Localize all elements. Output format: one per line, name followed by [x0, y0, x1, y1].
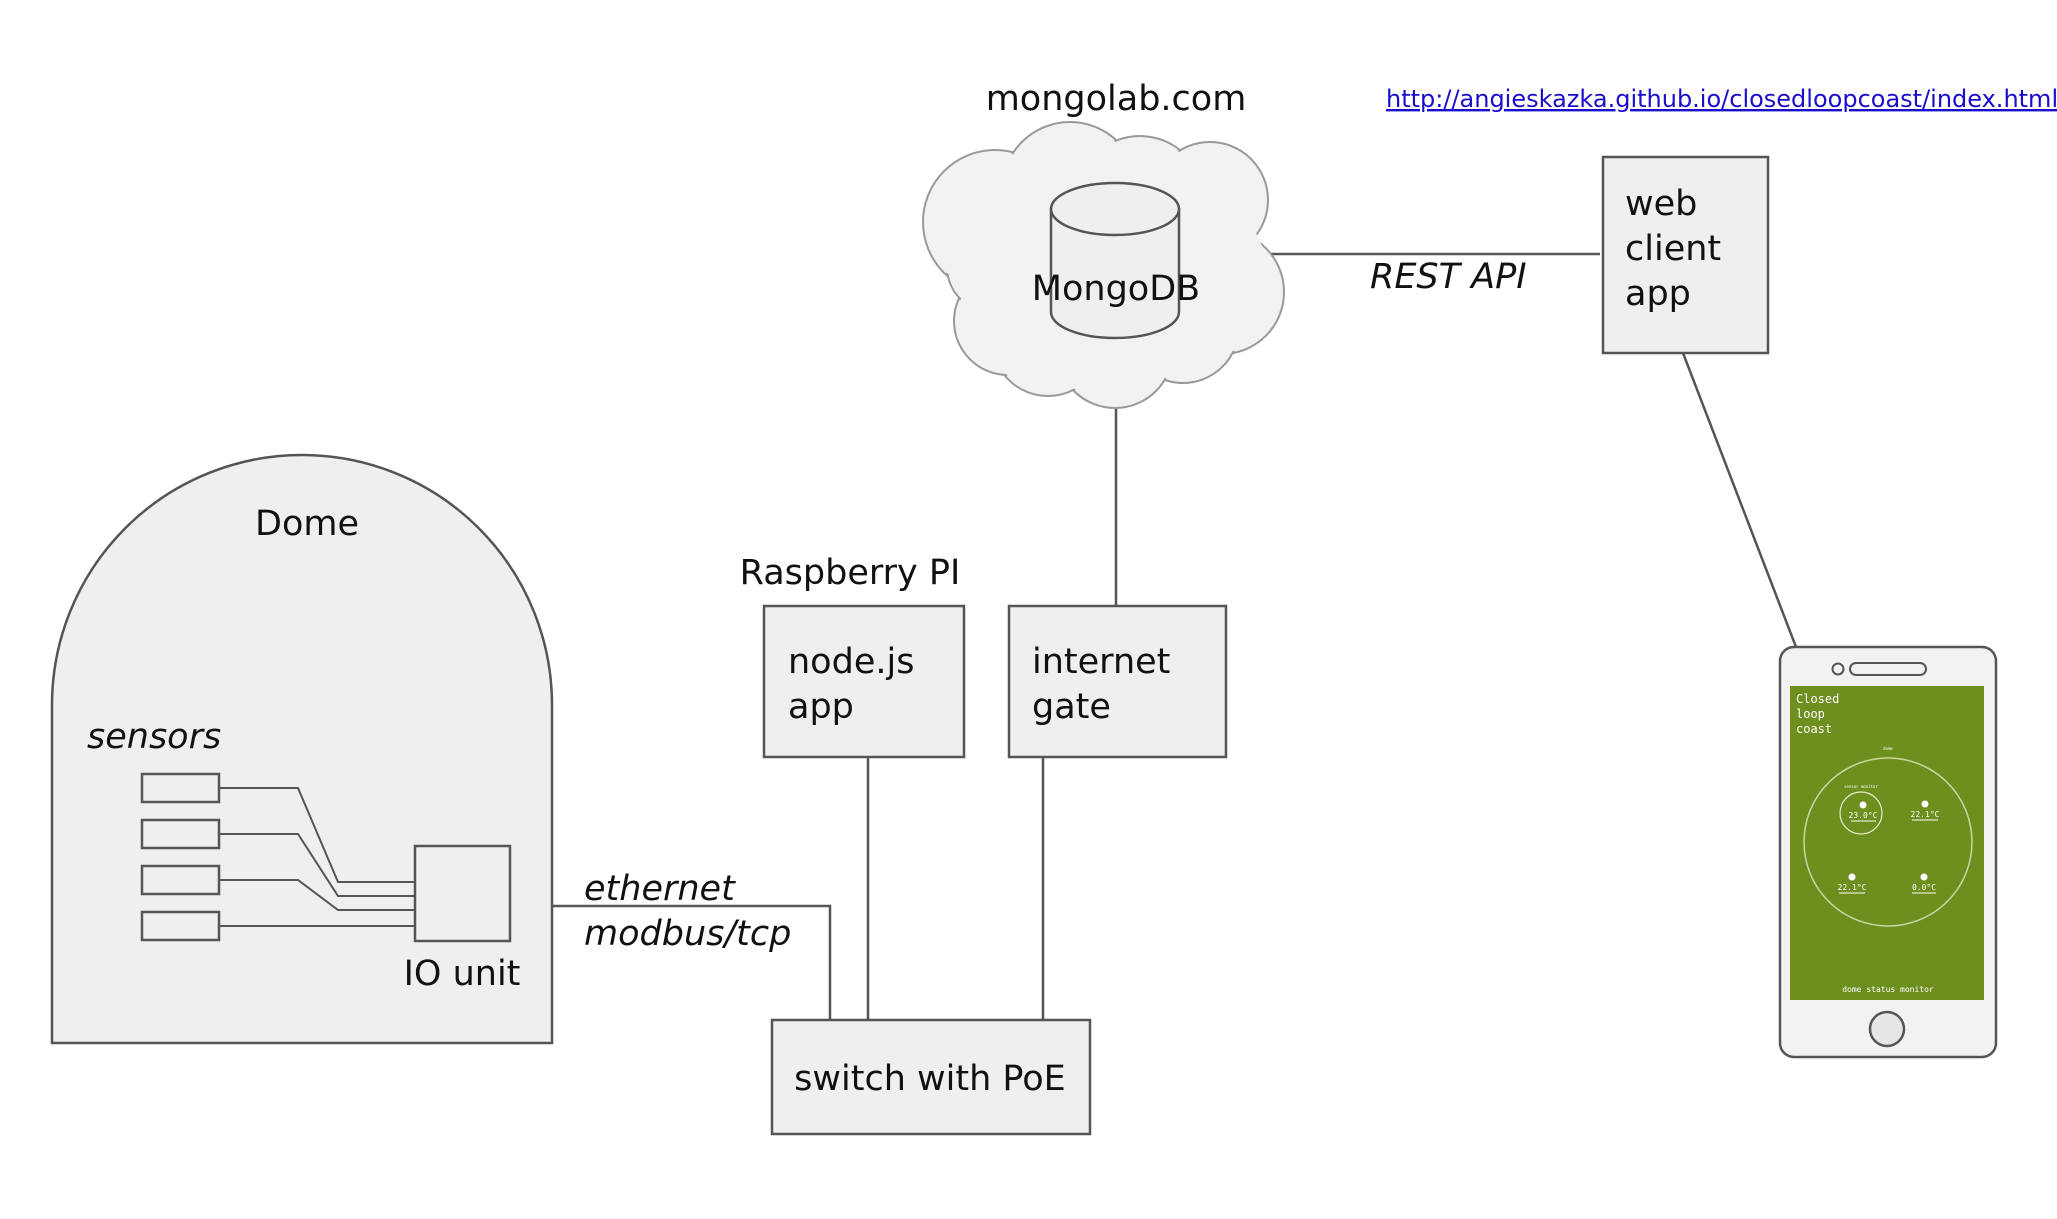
- reading-1: 23.0°C: [1849, 811, 1878, 820]
- modbus-label: modbus/tcp: [584, 914, 791, 954]
- web-client-label-line1: web: [1625, 184, 1697, 224]
- phone-camera: [1831, 662, 1845, 676]
- svg-text:Closed loop coast: Closed loop coast: [1796, 692, 1847, 736]
- reading-4: 0.0°C: [1912, 883, 1936, 892]
- reading-dot-1: [1859, 801, 1867, 809]
- internet-gate-box: [1007, 604, 1228, 759]
- app-title-line3: coast: [1796, 722, 1832, 736]
- phone-screen: [1790, 686, 1984, 1000]
- internet-gate-label-line1: internet: [1032, 642, 1170, 682]
- ring-label: dome: [1883, 746, 1893, 751]
- switch-box: [770, 1018, 1092, 1136]
- site-url-link[interactable]: http://angieskazka.github.io/closedloopc…: [1386, 85, 2057, 113]
- phone-home-button: [1868, 1010, 1906, 1048]
- reading-3: 22.1°C: [1838, 883, 1867, 892]
- svg-text:ethernet modbus/tcp: ethernet modbus/tcp: [584, 869, 791, 954]
- ethernet-label: ethernet: [584, 869, 736, 909]
- phone-speaker: [1849, 662, 1927, 676]
- sensors-label: sensors: [87, 717, 221, 757]
- web-client-label-line3: app: [1625, 274, 1691, 314]
- phone-device: Closed loop coast dome sensor monitor 23…: [1778, 645, 1998, 1059]
- web-client-label-line2: client: [1625, 229, 1721, 269]
- sensor-monitor-ring: [1839, 791, 1883, 835]
- inner-ring-label: sensor monitor: [1844, 784, 1878, 789]
- io-unit-box: [413, 844, 512, 943]
- internet-gate-label-line2: gate: [1032, 687, 1111, 727]
- nodejs-label-line1: node.js: [788, 642, 914, 682]
- nodejs-label-line2: app: [788, 687, 854, 727]
- app-title-line2: loop: [1796, 707, 1825, 721]
- sensor-group: [140, 772, 415, 942]
- svg-text:web client app: web client app: [1625, 184, 1732, 314]
- reading-dot-4: [1920, 873, 1928, 881]
- cloud-title: mongolab.com: [986, 79, 1247, 119]
- sensor-3: [140, 864, 221, 896]
- svg-text:internet gate: internet gate: [1032, 642, 1182, 727]
- rest-api-label: REST API: [1370, 257, 1527, 297]
- dome-title: Dome: [255, 504, 359, 544]
- switch-label: switch with PoE: [794, 1059, 1066, 1099]
- reading-2: 22.1°C: [1911, 810, 1940, 819]
- sensor-1: [140, 772, 221, 804]
- web-client-app-box: [1601, 155, 1770, 355]
- raspberry-pi-title: Raspberry PI: [740, 553, 961, 593]
- sensor-2: [140, 818, 221, 850]
- sensor-4: [140, 910, 221, 942]
- ethernet-line: [517, 904, 832, 1020]
- app-title-line1: Closed: [1796, 692, 1839, 706]
- svg-text:node.js app: node.js app: [788, 642, 926, 727]
- dome-ring: [1803, 757, 1973, 927]
- reading-dot-2: [1921, 800, 1929, 808]
- reading-dot-3: [1848, 873, 1856, 881]
- webclient-to-phone-line: [1681, 352, 1798, 648]
- mongodb-label: MongoDB: [1032, 269, 1200, 309]
- io-unit-label: IO unit: [404, 954, 521, 994]
- app-footer: dome status monitor: [1842, 985, 1934, 994]
- nodejs-app-box: [762, 604, 966, 759]
- mongodb-cylinder: [1049, 181, 1181, 340]
